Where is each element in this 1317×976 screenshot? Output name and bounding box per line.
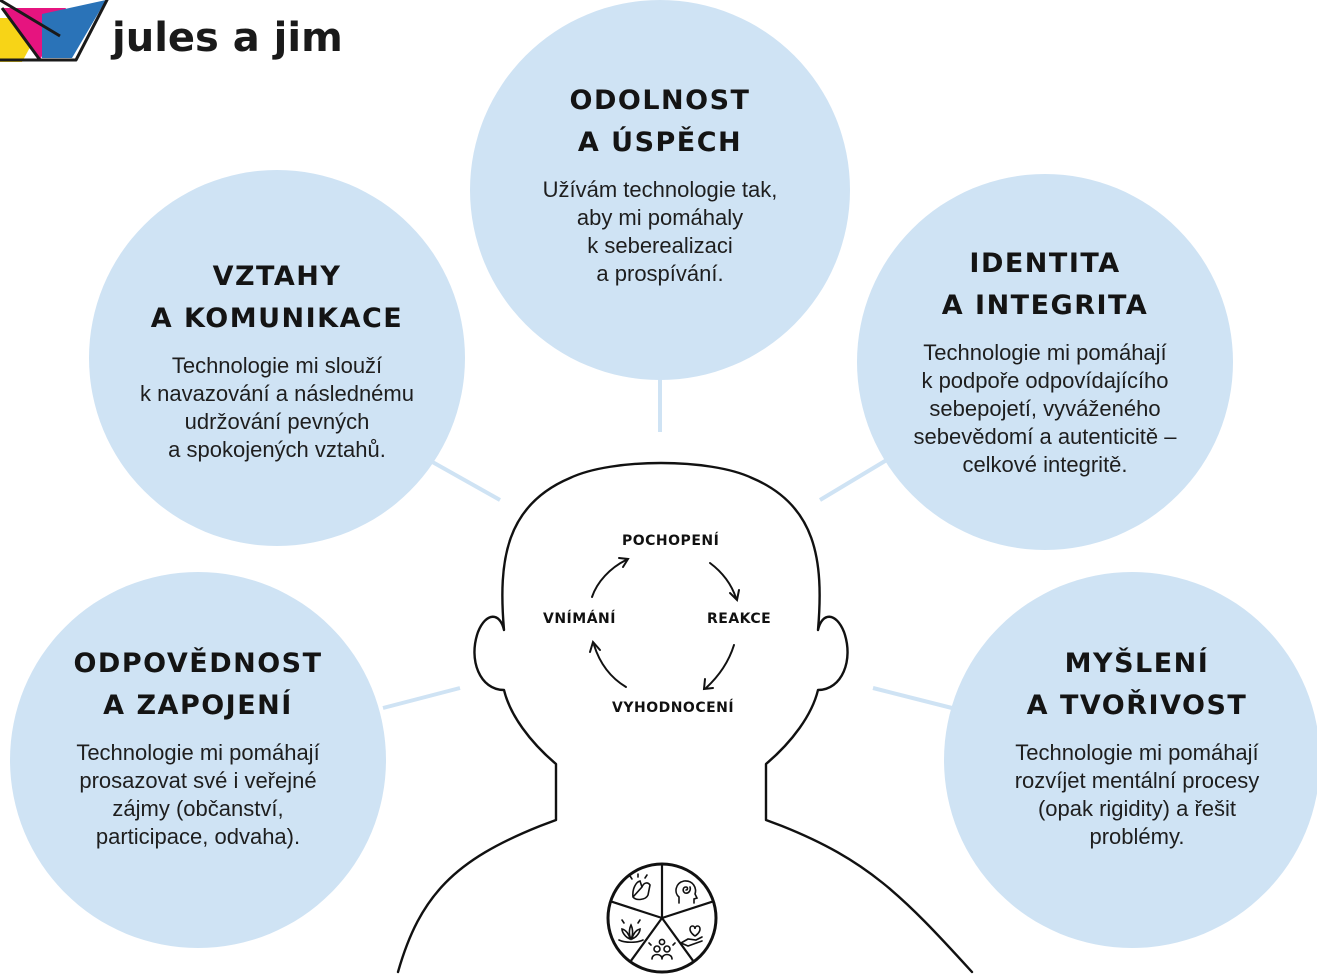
bubble-vztahy-title-2: A KOMUNIKACE: [150, 303, 404, 334]
desc-line: (opak rigidity) a řešit: [1037, 796, 1237, 821]
bubble-identita-title-1: IDENTITA: [969, 248, 1121, 279]
bubble-vztahy-title-1: VZTAHY: [212, 261, 342, 292]
arrowhead-4: [589, 639, 601, 653]
bubbles: [10, 0, 1317, 948]
cycle-arrows: [589, 557, 740, 691]
brand-name: jules a jim: [112, 15, 343, 61]
bubble-odolnost-desc: Užívám technologie tak, aby mi pomáhaly …: [543, 176, 778, 288]
bubble-identita: [857, 174, 1233, 550]
desc-line: sebevědomí a autenticitě –: [913, 424, 1177, 449]
desc-line: Technologie mi pomáhají: [76, 740, 320, 765]
bubble-vztahy: [89, 170, 465, 546]
arrow-vyhodnoceni-to-vnimani: [593, 644, 627, 688]
desc-line: a spokojených vztahů.: [168, 437, 386, 462]
connector-right-lower: [872, 686, 953, 710]
connector-lines: [382, 362, 953, 710]
logo-mark: [0, 0, 109, 62]
bubble-odolnost-title-1: ODOLNOST: [569, 85, 751, 116]
bubble-odolnost: [470, 0, 850, 380]
cycle-label-vyhodnoceni: VYHODNOCENÍ: [612, 700, 735, 716]
arrow-reakce-to-vyhodnoceni: [705, 644, 735, 689]
bubble-mysleni-desc: Technologie mi pomáhají rozvíjet mentáln…: [1015, 739, 1260, 851]
heart-in-hand-icon: [680, 925, 703, 947]
cycle-label-vnimani: VNÍMÁNÍ: [543, 611, 616, 627]
desc-line: rozvíjet mentální procesy: [1014, 768, 1260, 793]
bubble-identita-text: IDENTITA A INTEGRITA Technologie mi pomá…: [865, 243, 1225, 479]
emblem: [606, 862, 718, 974]
desc-line: zájmy (občanství,: [112, 796, 284, 821]
connector-left-upper: [419, 453, 501, 502]
spiral-head-icon: [675, 880, 699, 904]
logo-blue-shape: [42, 0, 106, 58]
bubble-odpovednost: [10, 572, 386, 948]
bubble-mysleni: [944, 572, 1317, 948]
desc-line: sebepojetí, vyváženého: [929, 396, 1161, 421]
desc-line: Technologie mi slouží: [171, 353, 383, 378]
bubble-vztahy-text: VZTAHY A KOMUNIKACE Technologie mi slouž…: [102, 256, 452, 464]
desc-line: a prospívání.: [596, 261, 724, 286]
bubble-identita-desc: Technologie mi pomáhají k podpoře odpoví…: [914, 339, 1177, 479]
connector-right-upper: [818, 456, 892, 502]
desc-line: celkové integritě.: [962, 452, 1128, 477]
cycle-label-reakce: REAKCE: [707, 611, 772, 627]
desc-line: aby mi pomáhaly: [576, 205, 744, 230]
group-icon: [648, 938, 676, 960]
logo-outline: [0, 0, 109, 62]
emblem-dividers: [610, 864, 714, 963]
desc-line: prosazovat své i veřejné: [79, 768, 317, 793]
desc-line: problémy.: [1089, 824, 1185, 849]
arrowhead-1: [618, 557, 630, 568]
bubble-odpovednost-title-1: ODPOVĚDNOST: [73, 648, 323, 679]
desc-line: k navazování a následnému: [140, 381, 414, 406]
lotus-icon: [618, 919, 644, 944]
bubble-mysleni-text: MYŠLENÍ A TVOŘIVOST Technologie mi pomáh…: [962, 643, 1312, 851]
bubble-vztahy-desc: Technologie mi slouží k navazování a nás…: [140, 352, 414, 464]
bubble-identita-title-2: A INTEGRITA: [941, 290, 1149, 321]
desc-line: k podpoře odpovídajícího: [921, 368, 1169, 393]
bubble-odolnost-title-2: A ÚSPĚCH: [577, 127, 743, 158]
bubble-mysleni-title-2: A TVOŘIVOST: [1026, 690, 1248, 721]
desc-line: udržování pevných: [184, 409, 370, 434]
bubble-odpovednost-desc: Technologie mi pomáhají prosazovat své i…: [76, 739, 319, 851]
bubble-odpovednost-title-2: A ZAPOJENÍ: [103, 690, 293, 721]
arrow-pochopeni-to-reakce: [709, 562, 737, 599]
arrowhead-3: [702, 678, 714, 691]
clapping-hands-icon: [629, 873, 651, 901]
desc-line: participace, odvaha).: [95, 824, 301, 849]
desc-line: Technologie mi pomáhají: [923, 340, 1167, 365]
desc-line: k seberealizaci: [587, 233, 733, 258]
head-outline: [396, 461, 974, 974]
arrow-vnimani-to-pochopeni: [591, 559, 627, 598]
bubble-mysleni-title-1: MYŠLENÍ: [1064, 648, 1210, 679]
bubble-odolnost-text: ODOLNOST A ÚSPĚCH Užívám technologie tak…: [495, 80, 825, 288]
cycle-label-pochopeni: POCHOPENÍ: [622, 533, 720, 549]
bubble-odpovednost-text: ODPOVĚDNOST A ZAPOJENÍ Technologie mi po…: [23, 643, 373, 851]
arrowhead-2: [729, 589, 740, 603]
desc-line: Užívám technologie tak,: [542, 177, 778, 202]
connector-left-lower: [382, 686, 461, 710]
desc-line: Technologie mi pomáhají: [1015, 740, 1259, 765]
